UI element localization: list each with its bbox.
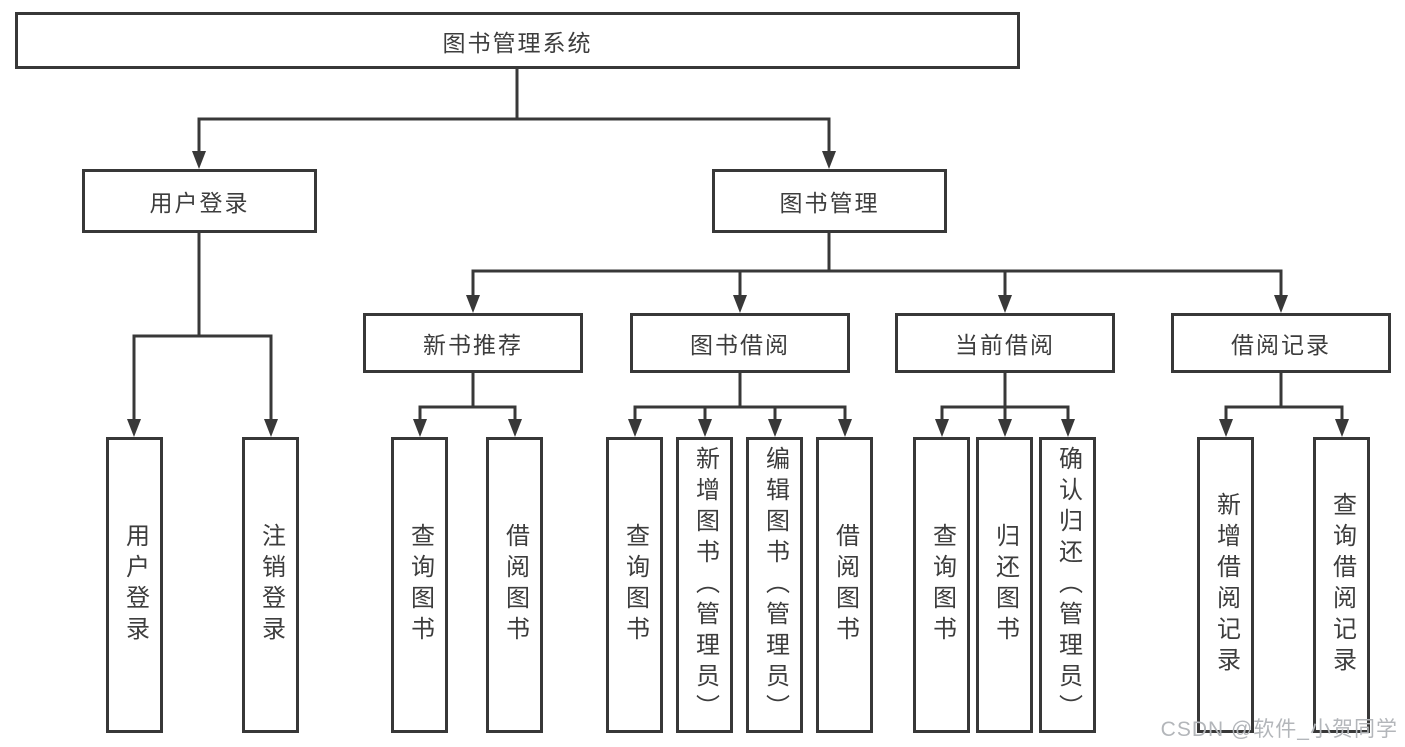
- leaf-edit-book-admin: 编辑图书（管理员）: [746, 437, 803, 733]
- leaf-borrow-books-borrowing-label: 借阅图书: [831, 523, 859, 647]
- leaf-query-books-borrowing: 查询图书: [606, 437, 663, 733]
- node-new-book-recommendation: 新书推荐: [363, 313, 583, 373]
- leaf-logout-label: 注销登录: [257, 523, 285, 647]
- node-book-borrowing: 图书借阅: [630, 313, 850, 373]
- leaf-user-login: 用户登录: [106, 437, 163, 733]
- leaf-edit-book-admin-label: 编辑图书（管理员）: [761, 445, 789, 725]
- node-borrowing-records: 借阅记录: [1171, 313, 1391, 373]
- leaf-add-borrow-record-label: 新增借阅记录: [1212, 492, 1240, 678]
- leaf-borrow-books-recommend-label: 借阅图书: [501, 523, 529, 647]
- node-book-management-label: 图书管理: [779, 190, 880, 216]
- leaf-return-books: 归还图书: [976, 437, 1033, 733]
- leaf-add-book-admin-label: 新增图书（管理员）: [691, 445, 719, 725]
- arrowheads: [127, 151, 1349, 437]
- leaf-return-books-label: 归还图书: [991, 523, 1019, 647]
- node-root-label: 图书管理系统: [442, 29, 593, 56]
- leaf-add-book-admin: 新增图书（管理员）: [676, 437, 733, 733]
- watermark: CSDN @软件_小贺同学: [1160, 718, 1398, 741]
- leaf-query-borrow-record: 查询借阅记录: [1313, 437, 1370, 733]
- leaf-query-books-current: 查询图书: [913, 437, 970, 733]
- node-current-borrowing-label: 当前借阅: [955, 332, 1055, 358]
- node-user-login-label: 用户登录: [149, 190, 250, 216]
- node-new-book-recommendation-label: 新书推荐: [423, 332, 523, 358]
- node-book-borrowing-label: 图书借阅: [690, 332, 790, 358]
- leaf-query-books-current-label: 查询图书: [928, 523, 956, 647]
- node-user-login: 用户登录: [82, 169, 317, 233]
- leaf-query-borrow-record-label: 查询借阅记录: [1328, 492, 1356, 678]
- node-borrowing-records-label: 借阅记录: [1231, 332, 1331, 358]
- node-book-management: 图书管理: [712, 169, 947, 233]
- leaf-user-login-label: 用户登录: [121, 523, 149, 647]
- leaf-query-books-borrowing-label: 查询图书: [621, 523, 649, 647]
- leaf-query-books-recommend-label: 查询图书: [406, 523, 434, 647]
- leaf-logout: 注销登录: [242, 437, 299, 733]
- leaf-confirm-return-admin: 确认归还（管理员）: [1039, 437, 1096, 733]
- node-current-borrowing: 当前借阅: [895, 313, 1115, 373]
- leaf-borrow-books-recommend: 借阅图书: [486, 437, 543, 733]
- leaf-confirm-return-admin-label: 确认归还（管理员）: [1054, 445, 1082, 725]
- leaf-add-borrow-record: 新增借阅记录: [1197, 437, 1254, 733]
- node-root: 图书管理系统: [15, 12, 1020, 69]
- leaf-query-books-recommend: 查询图书: [391, 437, 448, 733]
- leaf-borrow-books-borrowing: 借阅图书: [816, 437, 873, 733]
